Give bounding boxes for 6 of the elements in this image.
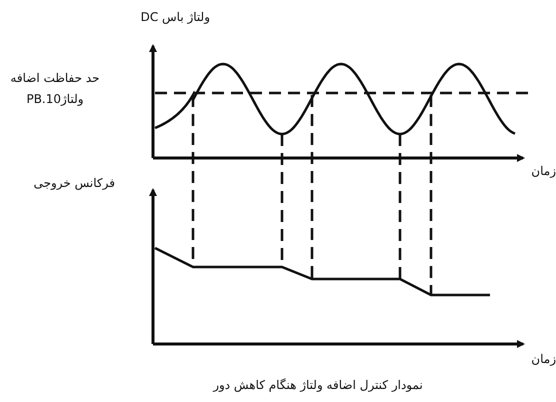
threshold-label: حد حفاظت اضافه ولتاژPB.10 [9,70,101,108]
axis-label: ولتاژ باس DC [140,10,210,24]
axis-label: فرکانس خروجی [34,176,115,190]
axis-label: زمان [531,352,556,366]
caption: نمودار کنترل اضافه ولتاژ هنگام کاهش دور [213,378,423,392]
axis-label: زمان [531,164,556,178]
